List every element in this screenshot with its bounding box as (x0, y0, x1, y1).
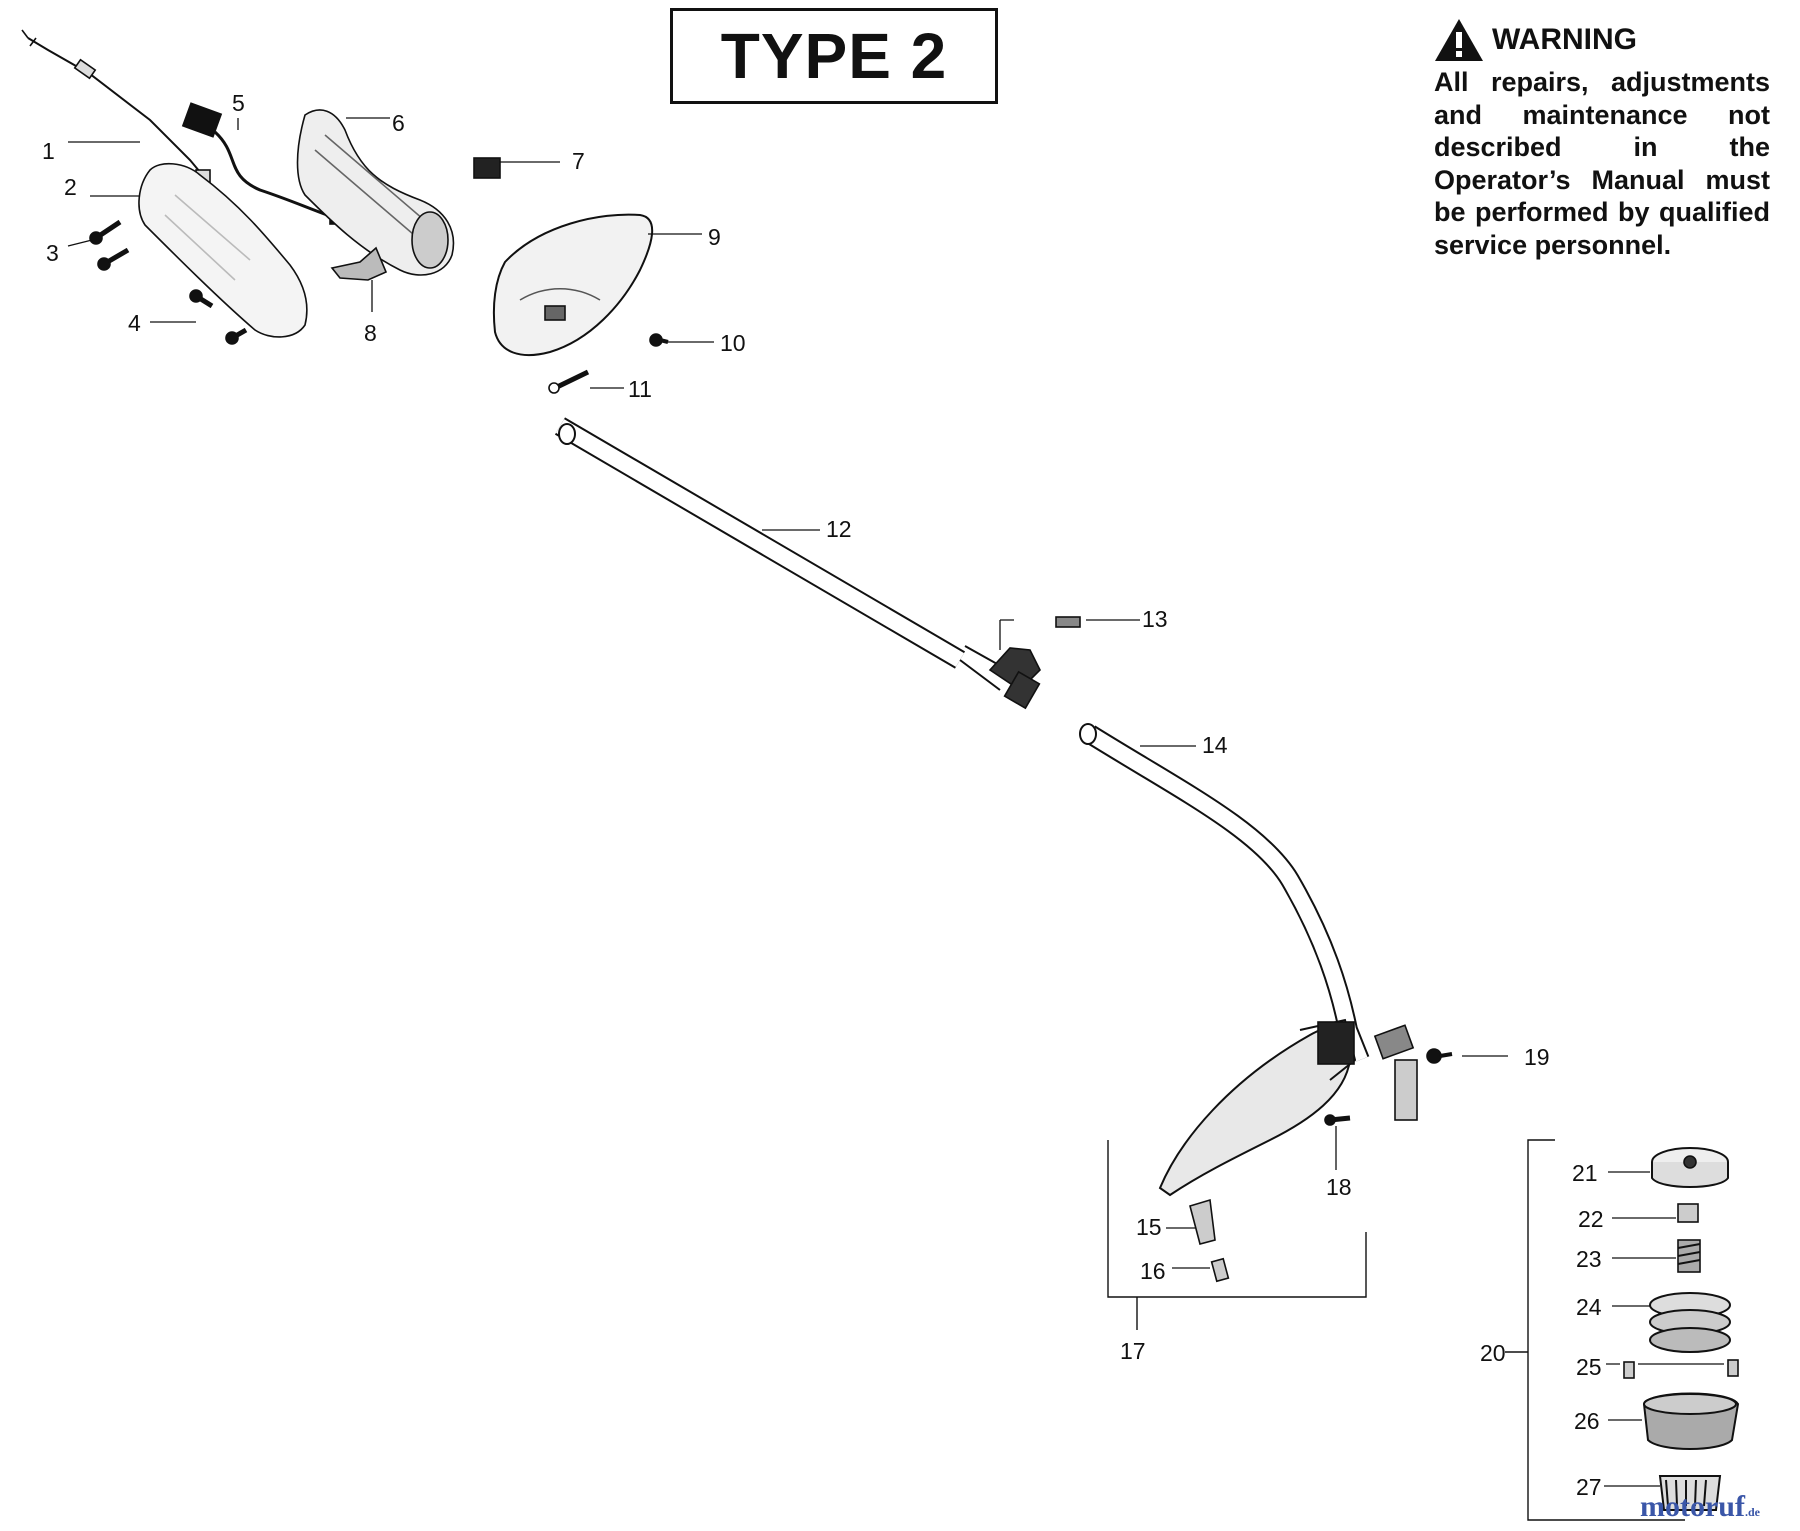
callout-25: 25 (1576, 1354, 1602, 1380)
part-21-cover (1651, 1147, 1729, 1188)
part-6-handle-housing (296, 109, 455, 276)
warning-heading: WARNING (1492, 23, 1637, 56)
part-2-handle-half (138, 162, 308, 338)
diagram-title: TYPE 2 (720, 20, 948, 92)
part-22-eyelet (1677, 1203, 1699, 1223)
warning-triangle-icon (1435, 19, 1483, 61)
part-27-knob (1658, 1475, 1722, 1511)
part-17-guard-assembly (1158, 1018, 1357, 1197)
part-14-lower-shaft (1079, 723, 1418, 1121)
part-10-screw (649, 333, 669, 347)
part-26-housing (1642, 1392, 1740, 1450)
warning-text: All repairs, adjustments and maintenance… (1434, 67, 1770, 260)
part-8-trigger (330, 246, 388, 281)
callout-15: 15 (1136, 1214, 1162, 1240)
callout-10: 10 (720, 330, 746, 356)
callout-14: 14 (1202, 732, 1228, 758)
callout-13: 13 (1142, 606, 1168, 632)
callout-24: 24 (1576, 1294, 1602, 1320)
part-12-upper-shaft (554, 417, 1041, 710)
callout-9: 9 (708, 224, 721, 250)
part-16-screw (1210, 1257, 1230, 1283)
part-7-switch (473, 157, 501, 179)
warning-notice: WARNING All repairs, adjustments and mai… (1434, 14, 1770, 261)
callout-21: 21 (1572, 1160, 1598, 1186)
part-9-rear-handle (492, 213, 654, 357)
watermark-text: motoruf (1640, 1490, 1745, 1523)
watermark-logo: motoruf.de (1640, 1490, 1760, 1524)
callout-23: 23 (1576, 1246, 1602, 1272)
callout-3: 3 (46, 240, 59, 266)
callout-2: 2 (64, 174, 77, 200)
callout-20: 20 (1480, 1340, 1506, 1366)
part-18-screw (1324, 1114, 1351, 1126)
part-15-line-cutter (1189, 1198, 1216, 1245)
callout-18: 18 (1326, 1174, 1352, 1200)
leader-lines (67, 117, 1724, 1487)
callout-1: 1 (42, 138, 55, 164)
watermark-suffix: .de (1744, 1505, 1760, 1519)
part-1-throttle-cable (21, 29, 216, 191)
part-11-bolt (548, 369, 590, 394)
part-19-screw (1426, 1048, 1453, 1064)
callout-6: 6 (392, 110, 405, 136)
callout-22: 22 (1578, 1206, 1604, 1232)
callout-19: 19 (1524, 1044, 1550, 1070)
callout-17: 17 (1120, 1338, 1146, 1364)
callout-4: 4 (128, 310, 141, 336)
callout-8: 8 (364, 320, 377, 346)
callout-27: 27 (1576, 1474, 1602, 1500)
part-23-spring (1677, 1239, 1701, 1273)
callout-11: 11 (628, 376, 652, 402)
diagram-title-box: TYPE 2 (670, 8, 998, 104)
callout-16: 16 (1140, 1258, 1166, 1284)
callout-5: 5 (232, 90, 245, 116)
callout-7: 7 (572, 148, 585, 174)
callout-26: 26 (1574, 1408, 1600, 1434)
part-4-screws (189, 289, 248, 345)
part-13-screw (1055, 616, 1081, 628)
part-3-screws (89, 219, 130, 271)
part-24-spool (1649, 1292, 1731, 1353)
callout-12: 12 (826, 516, 852, 542)
part-25-line-eyelets (1623, 1359, 1739, 1379)
